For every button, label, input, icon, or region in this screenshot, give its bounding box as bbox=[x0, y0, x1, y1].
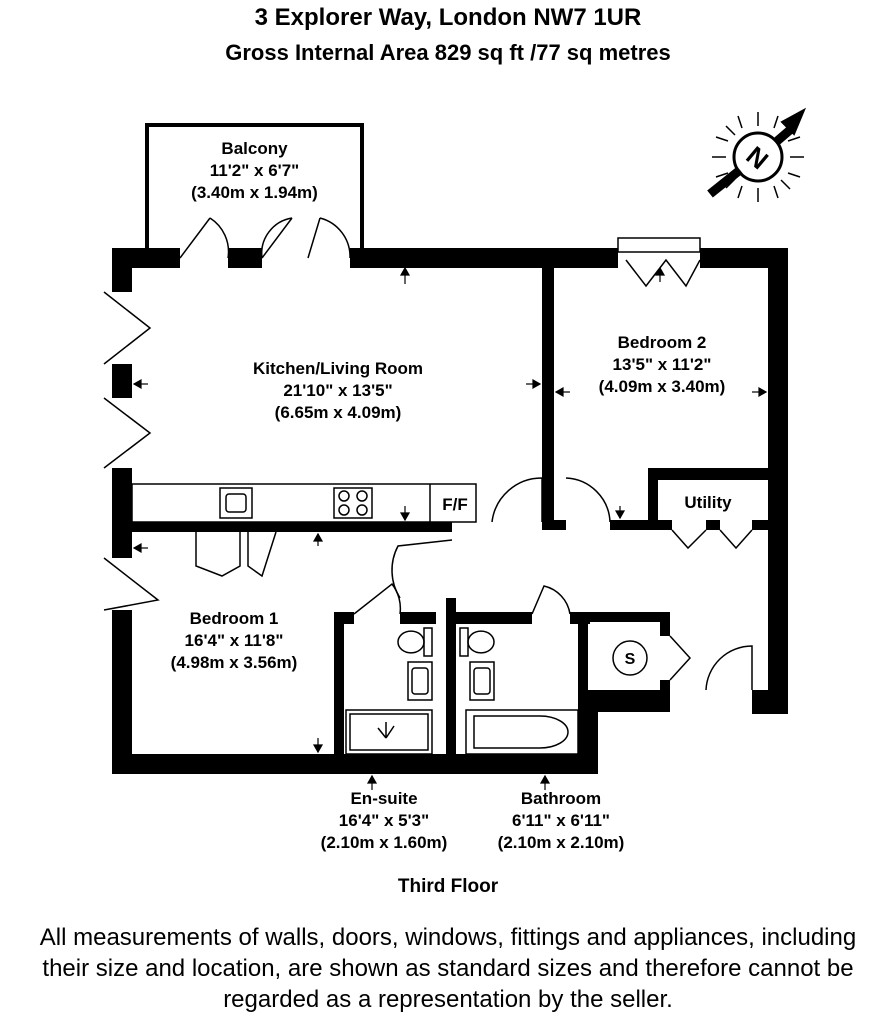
bathroom-name: Bathroom bbox=[520, 789, 602, 808]
kitchen-worktop bbox=[131, 483, 477, 523]
kitchen-metric: (6.65m x 4.09m) bbox=[274, 403, 402, 422]
balcony-metric: (3.40m x 1.94m) bbox=[191, 183, 318, 202]
shower-icon bbox=[345, 709, 433, 755]
balcony-outline bbox=[145, 123, 364, 248]
cylinder-icon bbox=[612, 640, 648, 676]
balcony-imperial: 11'2" x 6'7" bbox=[209, 161, 300, 180]
room-label-bedroom2: Bedroom 2 13'5" x 11'2" (4.09m x 3.40m) bbox=[560, 332, 764, 398]
cylinder-label: S bbox=[625, 651, 636, 668]
compass-icon bbox=[707, 107, 807, 202]
bathroom-fixtures bbox=[345, 627, 648, 755]
sink-icon bbox=[219, 487, 253, 519]
bedroom2-name: Bedroom 2 bbox=[617, 333, 707, 352]
room-label-balcony: Balcony 11'2" x 6'7" (3.40m x 1.94m) bbox=[147, 138, 362, 204]
property-address: 3 Explorer Way, London NW7 1UR bbox=[254, 4, 642, 31]
bedroom2-metric: (4.09m x 3.40m) bbox=[598, 377, 726, 396]
room-label-utility: Utility bbox=[660, 492, 756, 514]
bath-icon bbox=[465, 709, 579, 755]
balcony-name: Balcony bbox=[221, 139, 288, 158]
bathroom-metric: (2.10m x 2.10m) bbox=[497, 833, 625, 852]
hob-icon bbox=[333, 487, 373, 519]
doors bbox=[103, 217, 753, 691]
exterior-walls bbox=[112, 248, 788, 774]
disclaimer-line-2: their size and location, are shown as st… bbox=[42, 955, 854, 982]
disclaimer-line-1: All measurements of walls, doors, window… bbox=[39, 924, 857, 951]
kitchen-name: Kitchen/Living Room bbox=[253, 359, 423, 378]
floor-label: Third Floor bbox=[397, 876, 499, 897]
room-label-ensuite: En-suite 16'4" x 5'3" (2.10m x 1.60m) bbox=[296, 788, 472, 854]
fridge-freezer-label: F/F bbox=[442, 495, 468, 514]
bedroom1-name: Bedroom 1 bbox=[189, 609, 279, 628]
disclaimer: All measurements of walls, doors, window… bbox=[0, 922, 896, 1015]
bedroom1-imperial: 16'4" x 11'8" bbox=[184, 631, 284, 650]
ensuite-imperial: 16'4" x 5'3" bbox=[338, 811, 430, 830]
ensuite-metric: (2.10m x 1.60m) bbox=[320, 833, 448, 852]
gross-internal-area: Gross Internal Area 829 sq ft /77 sq met… bbox=[225, 40, 671, 65]
compass-north-label: N bbox=[741, 140, 775, 175]
kitchen-imperial: 21'10" x 13'5" bbox=[283, 381, 393, 400]
utility-name: Utility bbox=[684, 493, 732, 512]
bedroom1-metric: (4.98m x 3.56m) bbox=[170, 653, 298, 672]
room-label-kitchen: Kitchen/Living Room 21'10" x 13'5" (6.65… bbox=[200, 358, 476, 424]
room-label-bathroom: Bathroom 6'11" x 6'11" (2.10m x 2.10m) bbox=[476, 788, 646, 854]
windows bbox=[617, 237, 701, 253]
dimension-arrows bbox=[132, 266, 768, 790]
interior-walls bbox=[132, 268, 768, 762]
ensuite-name: En-suite bbox=[350, 789, 418, 808]
bedroom2-imperial: 13'5" x 11'2" bbox=[612, 355, 712, 374]
room-label-bedroom1: Bedroom 1 16'4" x 11'8" (4.98m x 3.56m) bbox=[140, 608, 328, 674]
bathroom-imperial: 6'11" x 6'11" bbox=[512, 811, 610, 830]
disclaimer-line-3: regarded as a representation by the sell… bbox=[223, 986, 673, 1013]
